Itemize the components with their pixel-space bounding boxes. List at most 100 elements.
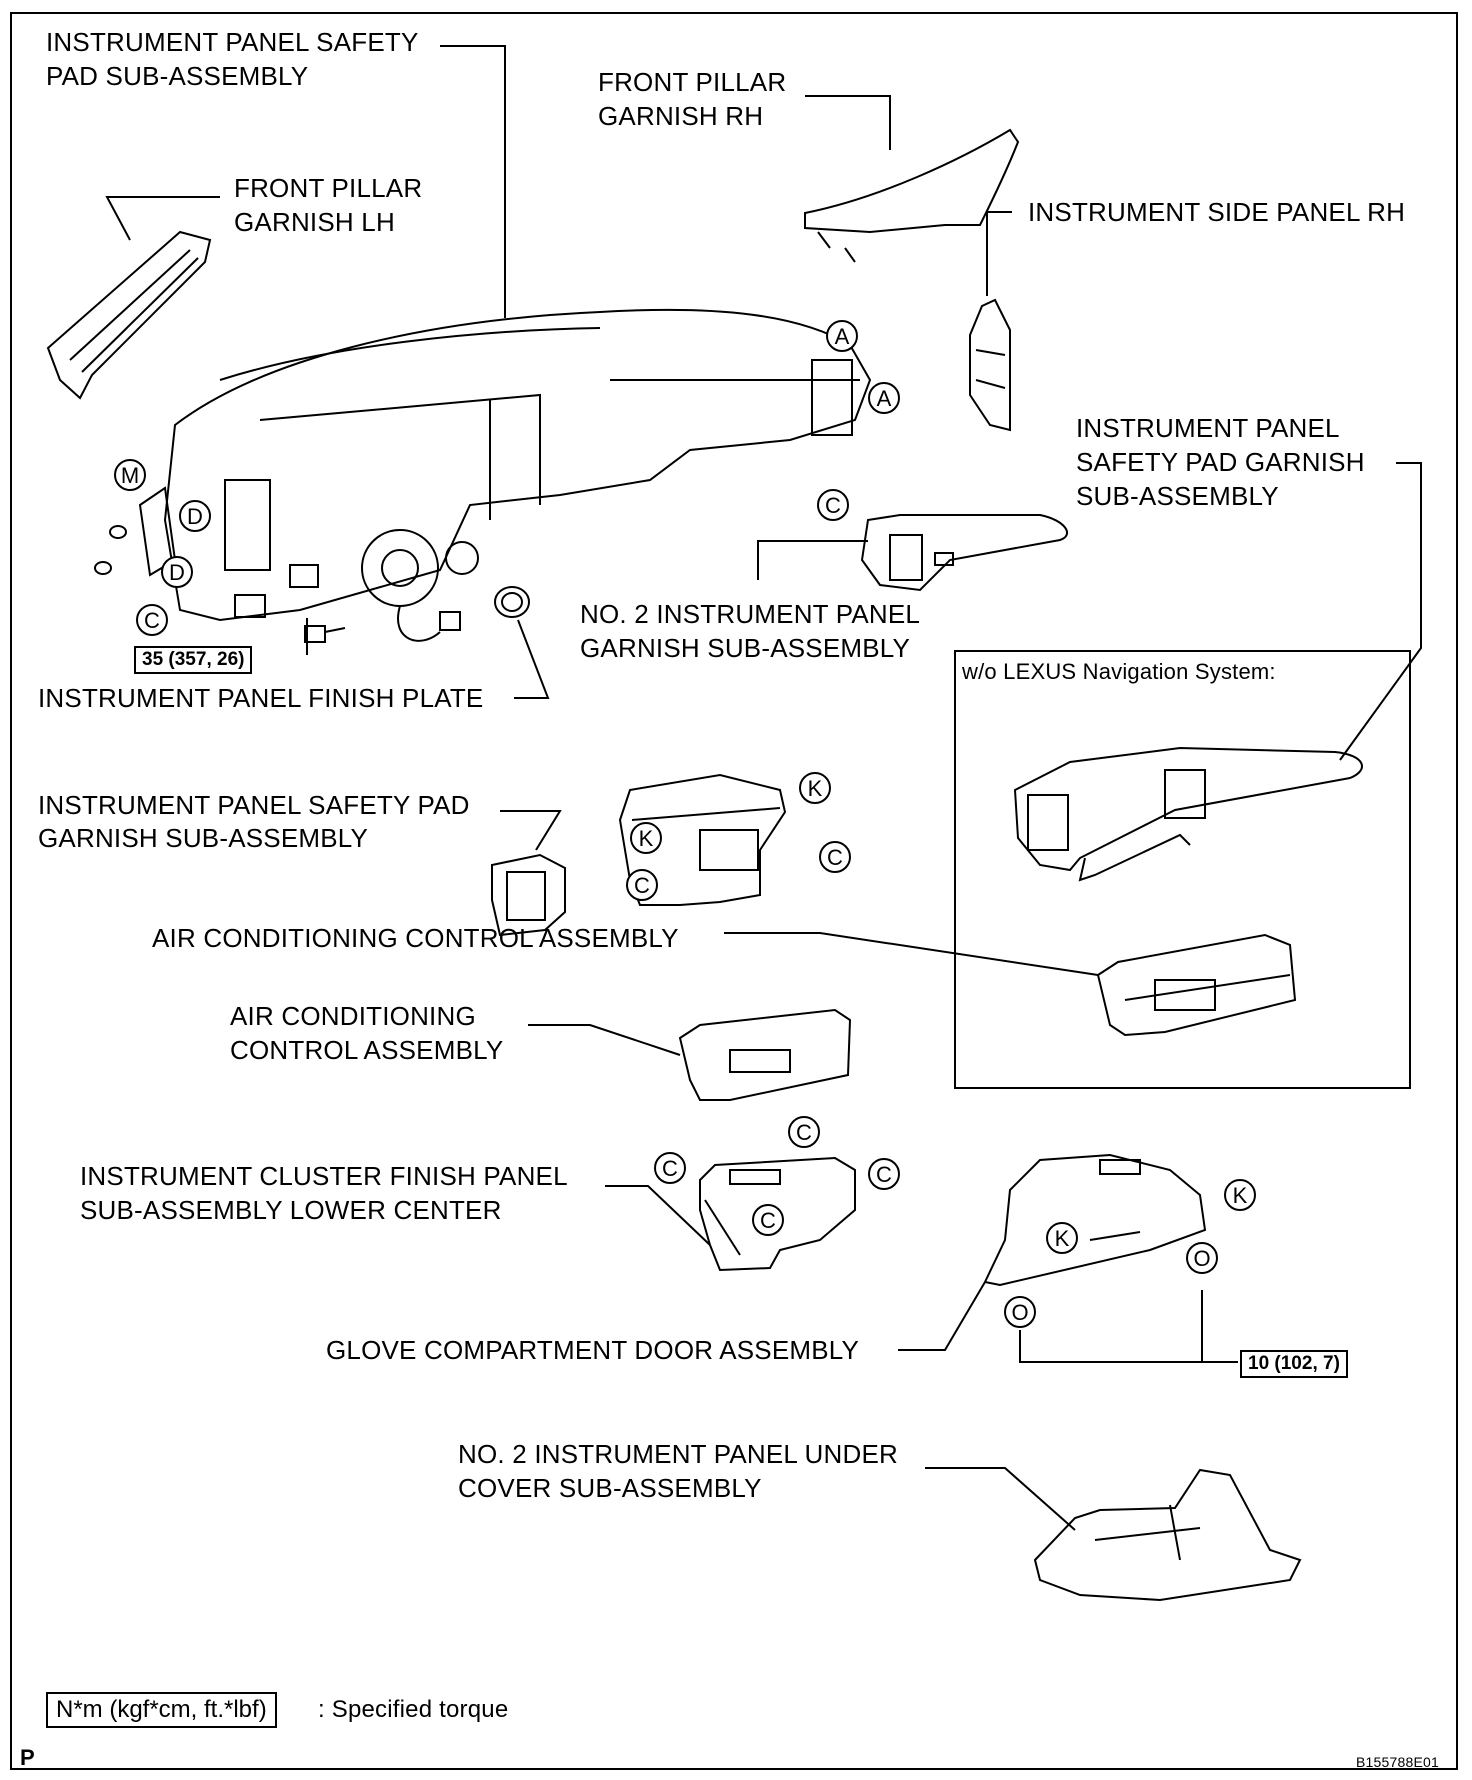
marker-a-1: A bbox=[826, 320, 858, 352]
pillar-garnish-rh-shape bbox=[804, 128, 1020, 234]
leader-torque-10 bbox=[1201, 1290, 1238, 1363]
under-cover-shape bbox=[1033, 1468, 1302, 1602]
leader-side-panel-rh bbox=[986, 211, 1012, 296]
inset-pad-garnish-shape bbox=[1013, 746, 1363, 872]
legend-text: : Specified torque bbox=[318, 1696, 509, 1723]
legend-torque-units: N*m (kgf*cm, ft.*lbf) bbox=[46, 1692, 277, 1728]
pad-garnish-left-shape bbox=[491, 853, 566, 937]
inset-box bbox=[954, 650, 1411, 1089]
label-pad-garnish-right-line3: SUB-ASSEMBLY bbox=[1076, 481, 1279, 511]
glove-door-shape bbox=[983, 1153, 1207, 1287]
svg-text:C: C bbox=[662, 1156, 678, 1181]
label-pad-garnish-left-line1: INSTRUMENT PANEL SAFETY PAD bbox=[38, 790, 470, 820]
torque-bolt-35 bbox=[304, 625, 346, 643]
label-ac-control-1: AIR CONDITIONING CONTROL ASSEMBLY bbox=[152, 923, 679, 953]
marker-o-2: O bbox=[1004, 1296, 1036, 1328]
leader-ac-control-2 bbox=[528, 1024, 681, 1056]
svg-text:O: O bbox=[1193, 1246, 1210, 1271]
left-vent bbox=[224, 479, 271, 571]
marker-c-6: C bbox=[654, 1152, 686, 1184]
marker-c-5: C bbox=[788, 1116, 820, 1148]
steering-column bbox=[361, 529, 439, 607]
clip-markers: A A C M D D C K K C C C C C C K K O O bbox=[114, 320, 1256, 1328]
leader-pad-garnish-right bbox=[1339, 462, 1422, 761]
svg-text:D: D bbox=[187, 504, 203, 529]
svg-text:A: A bbox=[877, 386, 892, 411]
torque-10-box: 10 (102, 7) bbox=[1240, 1350, 1348, 1378]
leader-safety-pad bbox=[440, 45, 506, 318]
figure-id: B155788E01 bbox=[1356, 1754, 1439, 1770]
marker-k-1: K bbox=[799, 772, 831, 804]
label-pad-garnish-left-line2: GARNISH SUB-ASSEMBLY bbox=[38, 823, 369, 853]
torque-35-box: 35 (357, 26) bbox=[134, 646, 253, 674]
label-pillar-rh-line1: FRONT PILLAR bbox=[598, 67, 787, 97]
marker-k-4: K bbox=[1046, 1222, 1078, 1254]
label-glove-door: GLOVE COMPARTMENT DOOR ASSEMBLY bbox=[326, 1335, 860, 1365]
svg-text:K: K bbox=[639, 826, 654, 851]
leader-finish-plate bbox=[514, 619, 550, 699]
no2-garnish-shape bbox=[860, 514, 1068, 592]
svg-text:C: C bbox=[876, 1162, 892, 1187]
svg-text:D: D bbox=[169, 560, 185, 585]
label-no2-garnish-line2: GARNISH SUB-ASSEMBLY bbox=[580, 633, 911, 663]
label-cluster-finish-line1: INSTRUMENT CLUSTER FINISH PANEL bbox=[80, 1161, 568, 1191]
svg-text:C: C bbox=[634, 873, 650, 898]
svg-text:C: C bbox=[796, 1120, 812, 1145]
label-pad-garnish-right-line2: SAFETY PAD GARNISH bbox=[1076, 447, 1365, 477]
svg-text:A: A bbox=[835, 324, 850, 349]
marker-c-7: C bbox=[868, 1158, 900, 1190]
ac-control-2-shape bbox=[678, 1008, 852, 1101]
svg-text:K: K bbox=[808, 776, 823, 801]
marker-m: M bbox=[114, 459, 146, 491]
svg-text:K: K bbox=[1233, 1183, 1248, 1208]
label-under-cover-line1: NO. 2 INSTRUMENT PANEL UNDER bbox=[458, 1439, 898, 1469]
label-pad-garnish-right-line1: INSTRUMENT PANEL bbox=[1076, 413, 1340, 443]
leader-pillar-rh bbox=[805, 95, 891, 150]
leader-cluster-finish bbox=[605, 1185, 711, 1246]
label-safety-pad-line2: PAD SUB-ASSEMBLY bbox=[46, 61, 309, 91]
leader-under-cover bbox=[925, 1467, 1076, 1531]
marker-c-3: C bbox=[819, 841, 851, 873]
leader-no2-garnish bbox=[757, 540, 868, 580]
ac-unit-center-shape bbox=[618, 773, 787, 906]
svg-text:C: C bbox=[825, 493, 841, 518]
label-finish-plate: INSTRUMENT PANEL FINISH PLATE bbox=[38, 683, 484, 713]
label-side-panel-rh: INSTRUMENT SIDE PANEL RH bbox=[1028, 197, 1406, 227]
svg-text:C: C bbox=[144, 608, 160, 633]
finish-plate-ring bbox=[494, 586, 530, 618]
svg-text:O: O bbox=[1011, 1300, 1028, 1325]
label-pillar-lh-line2: GARNISH LH bbox=[234, 207, 395, 237]
leader-glove-door bbox=[898, 1281, 986, 1351]
marker-k-2: K bbox=[630, 822, 662, 854]
svg-text:K: K bbox=[1055, 1226, 1070, 1251]
label-safety-pad-line1: INSTRUMENT PANEL SAFETY bbox=[46, 27, 419, 57]
leader-pillar-lh bbox=[105, 196, 220, 241]
marker-c-2: C bbox=[136, 604, 168, 636]
inset-ac-control-shape bbox=[1096, 933, 1297, 1037]
svg-text:M: M bbox=[121, 463, 139, 488]
side-panel-rh-shape bbox=[969, 298, 1011, 432]
leader-torque-10-b bbox=[1019, 1330, 1202, 1363]
leader-pad-garnish-left bbox=[500, 810, 562, 851]
corner-letter: P bbox=[20, 1745, 35, 1770]
marker-d-2: D bbox=[161, 556, 193, 588]
diagram-frame bbox=[10, 12, 1458, 1770]
label-no2-garnish-line1: NO. 2 INSTRUMENT PANEL bbox=[580, 599, 921, 629]
label-cluster-finish-line2: SUB-ASSEMBLY LOWER CENTER bbox=[80, 1195, 502, 1225]
marker-c-4: C bbox=[626, 869, 658, 901]
label-pillar-lh-line1: FRONT PILLAR bbox=[234, 173, 423, 203]
marker-c-1: C bbox=[817, 489, 849, 521]
svg-text:C: C bbox=[827, 845, 843, 870]
right-vent bbox=[811, 359, 853, 436]
marker-d-1: D bbox=[179, 500, 211, 532]
marker-c-8: C bbox=[752, 1204, 784, 1236]
marker-a-2: A bbox=[868, 382, 900, 414]
pillar-garnish-lh-shape bbox=[46, 230, 212, 400]
marker-k-3: K bbox=[1224, 1179, 1256, 1211]
safety-pad-shape bbox=[163, 308, 872, 622]
cluster-finish-shape bbox=[699, 1156, 856, 1272]
label-pillar-rh-line2: GARNISH RH bbox=[598, 101, 764, 131]
leader-ac-control-1 bbox=[724, 932, 1099, 976]
svg-text:C: C bbox=[760, 1208, 776, 1233]
